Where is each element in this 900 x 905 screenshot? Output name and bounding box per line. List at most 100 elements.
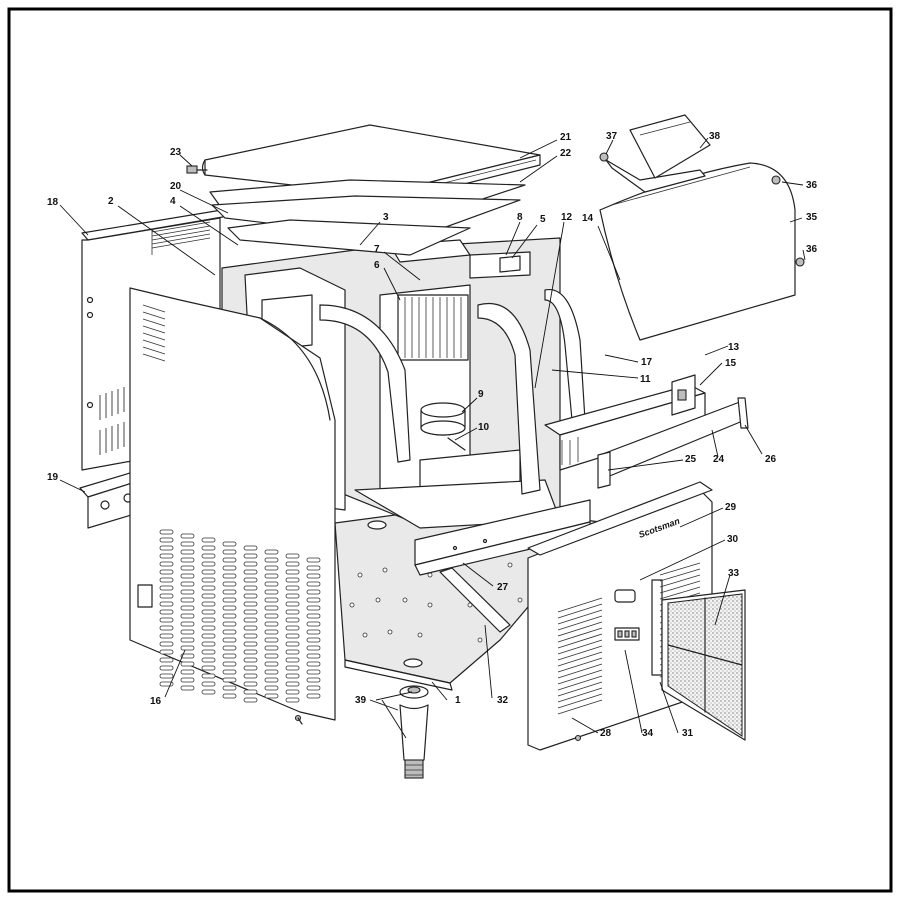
vent-slot xyxy=(222,645,237,651)
callout-21: 21 xyxy=(560,132,572,143)
vent-slot xyxy=(180,685,195,691)
callout-17: 17 xyxy=(641,357,653,368)
vent-slot xyxy=(285,577,300,583)
vent-slot xyxy=(222,629,237,635)
vent-slot xyxy=(264,549,279,555)
vent-slot xyxy=(285,585,300,591)
grille-slat xyxy=(557,687,603,703)
vent-slot xyxy=(285,689,300,695)
side-pillars xyxy=(319,289,586,495)
vent-slot xyxy=(159,609,174,615)
vent-slot xyxy=(243,577,258,583)
vent-slot xyxy=(243,617,258,623)
vent-slot xyxy=(159,545,174,551)
grille-slat xyxy=(659,574,701,588)
vent-slot xyxy=(180,605,195,611)
grille-slat xyxy=(557,699,603,715)
callout-19: 19 xyxy=(47,472,59,483)
top-plate-20 xyxy=(211,195,521,241)
vent-slot xyxy=(243,673,258,679)
vent-slot xyxy=(243,697,258,703)
grille-slat xyxy=(557,657,603,673)
vent-slot xyxy=(222,653,237,659)
vent-slot xyxy=(180,597,195,603)
vent-slot xyxy=(264,669,279,675)
callout-13: 13 xyxy=(728,342,740,353)
vent-slot xyxy=(201,665,216,671)
vent-slot xyxy=(264,693,279,699)
vent-slot xyxy=(264,581,279,587)
vent-slot xyxy=(222,661,237,667)
callout-9: 9 xyxy=(478,389,484,400)
vent-slot xyxy=(264,573,279,579)
vent-slot xyxy=(285,625,300,631)
vent-slot xyxy=(222,549,237,555)
vent-slot xyxy=(243,601,258,607)
vent-slot xyxy=(222,677,237,683)
callout-29: 29 xyxy=(725,502,737,513)
vent-slot xyxy=(180,581,195,587)
grille-slat xyxy=(659,580,701,594)
vent-slot xyxy=(222,637,237,643)
vent-slot xyxy=(159,673,174,679)
grille-slat xyxy=(557,639,603,655)
vent-slot xyxy=(222,573,237,579)
vent-slot xyxy=(264,629,279,635)
air-filter-33 xyxy=(661,589,746,741)
callout-33: 33 xyxy=(728,568,740,579)
callout-labels: 1 2 3 4 5 6 7 8 9 10 11 12 13 14 15 16 1… xyxy=(47,131,818,739)
vent-slot xyxy=(201,577,216,583)
callout-14: 14 xyxy=(582,213,594,224)
vent-slot xyxy=(159,553,174,559)
vent-slot xyxy=(264,613,279,619)
vent-slot xyxy=(180,565,195,571)
grille-slat xyxy=(659,562,701,576)
vent-slot xyxy=(201,641,216,647)
grille-slat xyxy=(557,621,603,637)
vent-slot xyxy=(201,561,216,567)
vent-slot xyxy=(264,637,279,643)
vent-slot xyxy=(264,565,279,571)
grille-slat xyxy=(557,669,603,685)
callout-36-bottom: 36 xyxy=(806,244,818,255)
vent-slot xyxy=(180,661,195,667)
vent-slot xyxy=(159,601,174,607)
callout-22: 22 xyxy=(560,148,572,159)
vent-slot xyxy=(264,645,279,651)
vent-slot xyxy=(264,557,279,563)
vent-slot xyxy=(243,625,258,631)
callout-4: 4 xyxy=(170,196,176,207)
vent-slot xyxy=(285,657,300,663)
vent-slot xyxy=(243,689,258,695)
vent-slot xyxy=(222,621,237,627)
callout-36-top: 36 xyxy=(806,180,818,191)
vent-slot xyxy=(201,593,216,599)
vent-slot xyxy=(180,549,195,555)
grille-slat xyxy=(557,651,603,667)
vent-slot xyxy=(306,693,321,699)
vent-slot xyxy=(180,653,195,659)
vent-slot xyxy=(159,593,174,599)
top-insert-4 xyxy=(227,219,471,256)
vent-slot xyxy=(201,609,216,615)
vent-slot xyxy=(201,545,216,551)
vent-slot xyxy=(306,573,321,579)
vent-slot xyxy=(285,633,300,639)
vent-slot xyxy=(264,653,279,659)
vent-slot xyxy=(306,605,321,611)
vent-slot xyxy=(264,621,279,627)
vent-slot xyxy=(159,577,174,583)
callout-3: 3 xyxy=(383,212,389,223)
vent-slot xyxy=(243,665,258,671)
vent-slot xyxy=(306,637,321,643)
vent-slot xyxy=(306,685,321,691)
vent-slot xyxy=(201,657,216,663)
callout-37: 37 xyxy=(606,131,618,142)
vent-slot xyxy=(285,593,300,599)
vent-slot xyxy=(201,569,216,575)
vent-slot xyxy=(222,589,237,595)
vent-slot xyxy=(285,665,300,671)
vent-slot xyxy=(201,625,216,631)
vent-slot xyxy=(306,669,321,675)
